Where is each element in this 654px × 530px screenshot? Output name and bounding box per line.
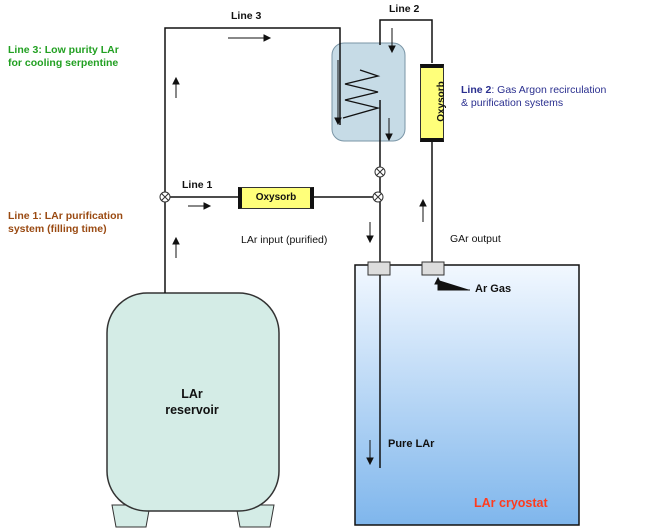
flow-arrow-line3-right [228, 34, 272, 42]
line1-desc-text2: system (filling time) [8, 223, 107, 235]
reservoir-label-line2: reservoir [165, 403, 219, 417]
flow-arrow-serpentine-down [334, 60, 342, 126]
pure-lar-label: Pure LAr [388, 438, 435, 450]
oxysorb-filter-vertical: Oxysorb [420, 64, 447, 142]
flow-arrow-line2-up [419, 198, 427, 222]
valve-serpentine[interactable] [374, 166, 386, 178]
oxysorb-filter-horizontal: Oxysorb [238, 187, 314, 209]
flow-arrow-down-right1 [366, 222, 374, 244]
line3-top-label: Line 3 [231, 10, 262, 22]
line3-desc-text2: for cooling serpentine [8, 57, 119, 69]
line2-desc-text: : Gas Argon recirculation [491, 84, 607, 96]
line2-top-pipe [379, 19, 433, 63]
cryostat-label: LAr cryostat [474, 496, 548, 510]
lar-cryostat [354, 264, 580, 526]
valve-right[interactable] [372, 191, 384, 203]
ar-gas-label: Ar Gas [475, 283, 512, 295]
flow-arrow-line2-down [388, 28, 396, 54]
oxysorb-vertical-label: Oxysorb [435, 81, 447, 122]
cooling-serpentine [342, 69, 381, 119]
flow-arrow-line3-up2 [172, 236, 180, 258]
flow-arrow-ar-gas [434, 276, 470, 291]
reservoir-label-line1: LAr [181, 387, 203, 401]
line3-desc-text: : Low purity LAr [38, 44, 119, 56]
line3-desc-prefix: Line 3 [8, 44, 39, 56]
flow-arrow-down-right2 [385, 118, 393, 142]
lar-input-label: LAr input (purified) [241, 234, 328, 246]
flow-arrow-pure-lar-down [366, 440, 374, 466]
line2-top-label: Line 2 [389, 3, 420, 15]
line2-desc-text2: & purification systems [461, 97, 564, 109]
flow-arrow-line1-right [188, 202, 212, 210]
line1-desc-prefix: Line 1 [8, 210, 39, 222]
gar-output-port [421, 261, 445, 276]
line3-pipe [164, 27, 341, 293]
line3-description: Line 3: Low purity LAr for cooling serpe… [8, 44, 119, 70]
flow-arrow-line3-up1 [172, 76, 180, 98]
lar-reservoir [106, 292, 280, 528]
reservoir-label: LAr reservoir [156, 386, 228, 418]
line2-description: Line 2: Gas Argon recirculation & purifi… [461, 84, 606, 110]
gar-output-label: GAr output [450, 233, 501, 245]
line1-description: Line 1: LAr purification system (filling… [8, 210, 123, 236]
valve-left[interactable] [159, 191, 171, 203]
lar-input-port [367, 261, 391, 276]
line1-desc-text: : LAr purification [38, 210, 123, 222]
heat-exchanger-box [331, 42, 406, 142]
line1-label: Line 1 [182, 179, 213, 191]
line2-desc-prefix: Line 2 [461, 84, 492, 96]
